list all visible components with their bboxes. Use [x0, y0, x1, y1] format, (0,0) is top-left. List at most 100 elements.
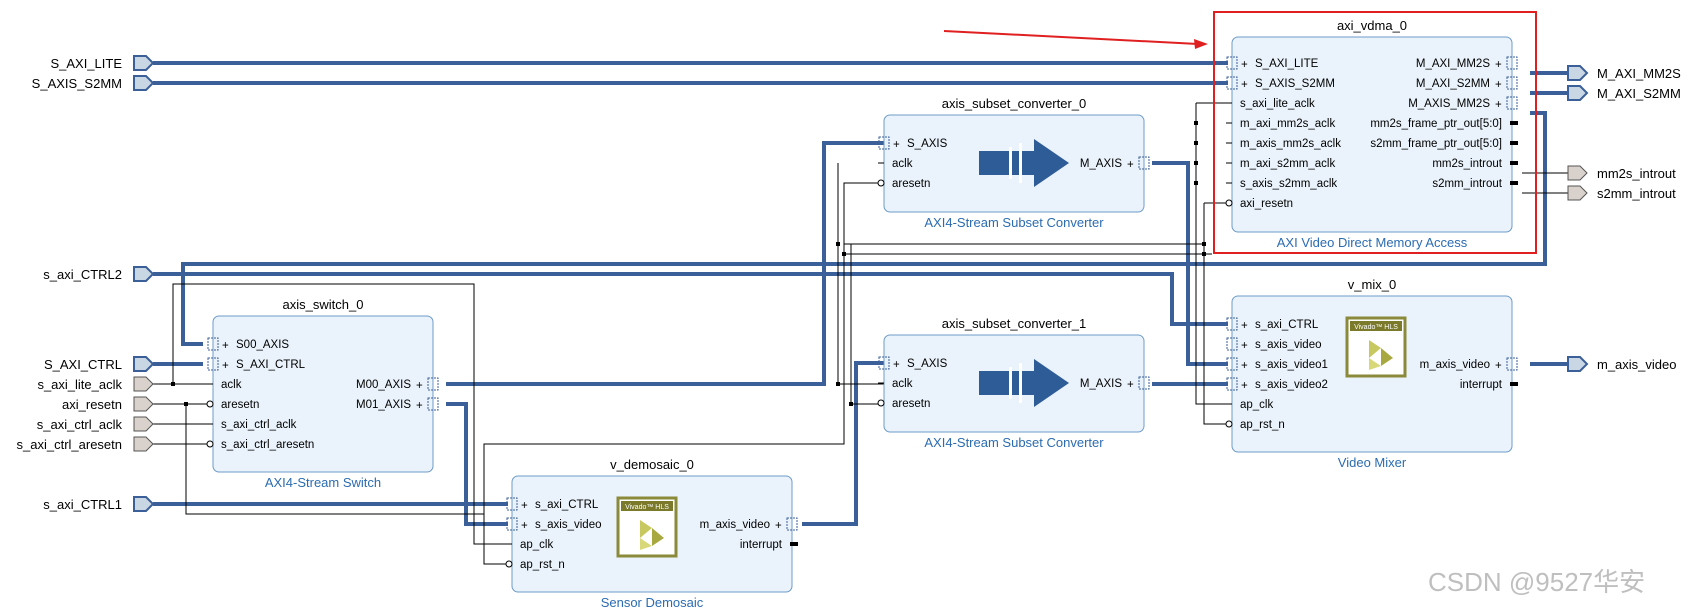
bus-interface-icon: [1138, 156, 1150, 170]
port-symbol: [1567, 65, 1589, 81]
pin-stub: [1510, 382, 1518, 386]
port-symbol: [133, 496, 155, 512]
input-pin-label: m_axi_mm2s_aclk: [1240, 118, 1335, 130]
external-port[interactable]: S_AXIS_S2MM: [32, 75, 155, 91]
bus-interface-icon: [1226, 337, 1238, 351]
plus-icon[interactable]: +: [521, 520, 528, 532]
external-port-label: s_axi_CTRL2: [43, 267, 122, 282]
plus-icon[interactable]: +: [416, 380, 423, 392]
external-port[interactable]: M_AXI_S2MM: [1567, 85, 1681, 101]
external-port[interactable]: s_axi_lite_aclk: [37, 376, 154, 392]
block-subtitle: AXI4-Stream Subset Converter: [924, 215, 1104, 230]
external-ports-left: S_AXI_LITE S_AXIS_S2MM s_axi_CTRL2S_AXI_CT…: [17, 55, 155, 512]
plus-icon[interactable]: +: [1127, 159, 1134, 171]
port-symbol: [133, 436, 154, 452]
block-subtitle: Sensor Demosaic: [601, 595, 704, 610]
pin-stub: [790, 542, 798, 546]
port-symbol: [133, 266, 155, 282]
plus-icon[interactable]: +: [1495, 59, 1502, 71]
output-pin-label: s2mm_frame_ptr_out[5:0]: [1370, 138, 1502, 150]
input-pin-label: s_axis_video2: [1255, 379, 1328, 391]
input-pin-label: s_axi_CTRL: [535, 499, 599, 511]
bus-conv0-to-mix[interactable]: [1152, 161, 1228, 366]
active-low-icon: [877, 179, 885, 187]
bus-m01-to-demosaic[interactable]: [446, 402, 508, 526]
net-aclk-loop[interactable]: [172, 283, 518, 545]
input-pin-label: S_AXI_LITE: [1255, 58, 1319, 70]
plus-icon[interactable]: +: [1127, 379, 1134, 391]
external-port-label: S_AXI_CTRL: [44, 357, 122, 372]
input-pin-label: s_axi_lite_aclk: [1240, 98, 1315, 110]
bus-m00-to-conv0[interactable]: [446, 141, 884, 386]
input-pin-label: ap_rst_n: [520, 559, 565, 571]
input-pin-label: axi_resetn: [1240, 198, 1293, 210]
net-center-clk[interactable]: [483, 243, 1204, 544]
external-port[interactable]: M_AXI_MM2S: [1567, 65, 1681, 81]
plus-icon[interactable]: +: [1495, 99, 1502, 111]
plus-icon[interactable]: +: [1241, 320, 1248, 332]
block-title: v_demosaic_0: [610, 457, 694, 472]
plus-icon[interactable]: +: [521, 500, 528, 512]
plus-icon[interactable]: +: [1241, 380, 1248, 392]
output-pin-label: mm2s_frame_ptr_out[5:0]: [1370, 118, 1502, 130]
plus-icon[interactable]: +: [1241, 79, 1248, 91]
input-pin-label: ap_rst_n: [1240, 419, 1285, 431]
plus-icon[interactable]: +: [1495, 360, 1502, 372]
external-port[interactable]: S_AXI_CTRL: [44, 356, 155, 372]
plus-icon[interactable]: +: [222, 360, 229, 372]
net-mix-clk[interactable]: [1195, 103, 1232, 405]
external-port-label: axi_resetn: [62, 397, 122, 412]
external-port[interactable]: s2mm_introut: [1567, 185, 1676, 201]
external-port[interactable]: mm2s_introut: [1567, 165, 1676, 181]
input-pin-label: s_axi_CTRL: [1255, 319, 1319, 331]
plus-icon[interactable]: +: [893, 359, 900, 371]
bus-demosaic-to-conv1[interactable]: [802, 361, 884, 526]
bus-interface-icon: [207, 357, 219, 371]
pin-stub: [1510, 141, 1518, 145]
output-pin-label: mm2s_introut: [1432, 158, 1502, 170]
vdma-highlight-box: [1213, 11, 1537, 254]
net-conv0-aresetn[interactable]: [843, 182, 1212, 255]
port-symbol: [133, 356, 155, 372]
plus-icon[interactable]: +: [416, 400, 423, 412]
watermark: CSDN @9527华安: [1428, 567, 1645, 597]
net-mix-rst[interactable]: [1203, 203, 1232, 425]
external-port[interactable]: axi_resetn: [62, 396, 154, 412]
bus-mm2s-to-switch[interactable]: [181, 111, 1547, 346]
plus-icon[interactable]: +: [893, 139, 900, 151]
external-port-label: S_AXIS_S2MM: [32, 76, 122, 91]
bus-s-axi-ctrl2[interactable]: [153, 272, 1228, 326]
external-port[interactable]: S_AXI_LITE: [50, 55, 155, 71]
input-pin-label: s_axis_video: [535, 519, 601, 531]
plus-icon[interactable]: +: [775, 520, 782, 532]
external-port[interactable]: s_axi_ctrl_aresetn: [17, 436, 154, 452]
input-pin-label: S_AXIS_S2MM: [1255, 78, 1335, 90]
input-pin-label: ap_clk: [1240, 399, 1273, 411]
plus-icon[interactable]: +: [1241, 340, 1248, 352]
plus-icon[interactable]: +: [1241, 360, 1248, 372]
input-pin-label: s_axis_video: [1255, 339, 1321, 351]
input-pin-label: aresetn: [892, 178, 930, 190]
external-port[interactable]: s_axi_ctrl_aclk: [37, 416, 154, 432]
active-low-icon: [877, 399, 885, 407]
bus-interface-icon: [1506, 357, 1518, 371]
port-symbol: [133, 396, 154, 412]
external-port[interactable]: s_axi_CTRL2: [43, 266, 155, 282]
bus-interface-icon: [427, 377, 439, 391]
plus-icon[interactable]: +: [222, 340, 229, 352]
external-port-label: s2mm_introut: [1597, 186, 1676, 201]
bus-interface-icon: [878, 136, 890, 150]
plus-icon[interactable]: +: [1241, 59, 1248, 71]
external-port[interactable]: s_axi_CTRL1: [43, 496, 155, 512]
output-pin-label: M_AXI_MM2S: [1416, 58, 1490, 70]
plus-icon[interactable]: +: [1495, 79, 1502, 91]
port-symbol: [1567, 185, 1588, 201]
external-port[interactable]: m_axis_video: [1567, 356, 1677, 372]
